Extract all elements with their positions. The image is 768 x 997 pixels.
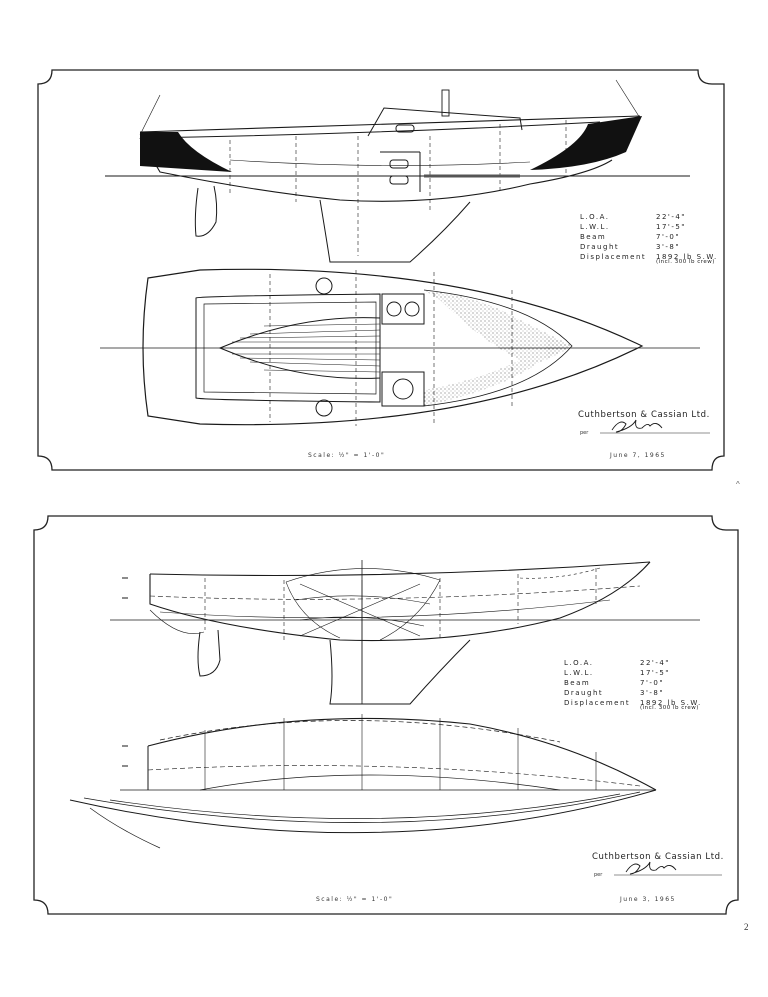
bottom-signature <box>614 861 723 876</box>
spec-label: L.W.L. <box>580 223 610 231</box>
spec-value: 22'-4" <box>640 659 671 667</box>
spec-value: 17'-5" <box>656 223 687 231</box>
spec-label: L.O.A. <box>564 659 594 667</box>
spec-label: Beam <box>564 679 591 687</box>
top-signature-block: per <box>580 416 712 436</box>
bottom-scale: Scale: ½" = 1'-0" <box>316 896 394 903</box>
spec-row: L.W.L. 17'-5" <box>580 222 718 232</box>
top-date: June 7, 1965 <box>610 452 666 459</box>
top-sheet-frame <box>37 69 725 471</box>
spec-label: Draught <box>580 243 620 251</box>
spec-value: 17'-5" <box>640 669 671 677</box>
bottom-lines-profile <box>110 560 700 705</box>
spec-row: Beam 7'-0" <box>580 232 718 242</box>
spec-row: L.O.A. 22'-4" <box>564 658 702 668</box>
spec-label: L.O.A. <box>580 213 610 221</box>
spec-value: 1892 lb S.W. <box>640 699 702 707</box>
bow-bootstop <box>530 116 642 170</box>
spec-value: 22'-4" <box>656 213 687 221</box>
spec-row: L.O.A. 22'-4" <box>580 212 718 222</box>
stern-bootstop <box>140 132 232 172</box>
spec-row: Beam 7'-0" <box>564 678 702 688</box>
bottom-date: June 3, 1965 <box>620 896 676 903</box>
spec-value: 7'-0" <box>656 233 681 241</box>
foredeck-nonskid <box>424 290 572 406</box>
bottom-firm-name: Cuthbertson & Cassian Ltd. <box>592 852 724 862</box>
spec-value: 3'-8" <box>640 689 665 697</box>
top-firm-name: Cuthbertson & Cassian Ltd. <box>578 410 710 420</box>
top-deck-plan <box>100 268 700 426</box>
spec-value: 7'-0" <box>640 679 665 687</box>
spec-label: Displacement <box>580 253 647 261</box>
per-label: per <box>594 872 603 878</box>
top-signature <box>600 419 711 434</box>
spec-label: Displacement <box>564 699 631 707</box>
spec-row: L.W.L. 17'-5" <box>564 668 702 678</box>
displacement-note: (incl. 300 lb crew) <box>640 705 699 711</box>
spec-value: 3'-8" <box>656 243 681 251</box>
spec-value: 1892 lb S.W. <box>656 253 718 261</box>
spec-row: Displacement 1892 lb S.W. <box>580 252 718 262</box>
per-label: per <box>580 430 589 436</box>
stray-mark: ^ <box>736 480 740 489</box>
bottom-sheet-frame <box>33 515 739 915</box>
spec-row: Draught 3'-8" <box>564 688 702 698</box>
top-hull-profile <box>105 79 690 263</box>
bottom-particulars-table: L.O.A. 22'-4" L.W.L. 17'-5" Beam 7'-0" D… <box>564 658 702 711</box>
page-number: 2 <box>744 922 749 932</box>
top-particulars-table: L.O.A. 22'-4" L.W.L. 17'-5" Beam 7'-0" D… <box>580 212 718 265</box>
top-scale: Scale: ½" = 1'-0" <box>308 452 386 459</box>
displacement-note: (incl. 300 lb crew) <box>656 259 715 265</box>
spec-label: Beam <box>580 233 607 241</box>
spec-row: Displacement 1892 lb S.W. <box>564 698 702 708</box>
spec-label: L.W.L. <box>564 669 594 677</box>
spec-row: Draught 3'-8" <box>580 242 718 252</box>
spec-label: Draught <box>564 689 604 697</box>
bottom-signature-block: per <box>594 858 724 878</box>
bow-nonskid <box>546 336 574 360</box>
bottom-half-breadth <box>69 714 657 849</box>
